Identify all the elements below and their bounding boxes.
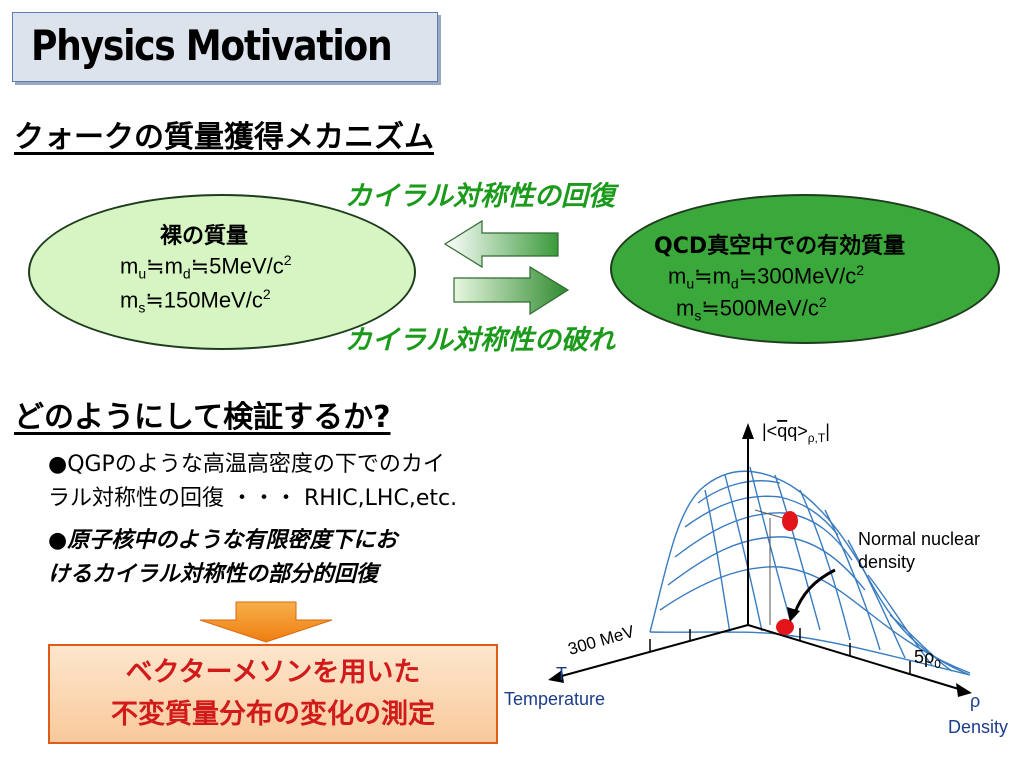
bullet-qgp: ●QGPのような高温高密度の下でのカイ ラル対称性の回復 ・・・ RHIC,LH… bbox=[48, 448, 548, 516]
bare-mass-title: 裸の質量 bbox=[160, 224, 249, 249]
title-box: Physics Motivation bbox=[12, 12, 438, 82]
density-tick-label: 5ρ0 bbox=[914, 647, 941, 671]
z-axis-label: |<qq>ρ,T| bbox=[762, 421, 830, 445]
heading-mass-mechanism: クォークの質量獲得メカニズム bbox=[14, 120, 434, 155]
left-arrow-icon bbox=[443, 219, 559, 269]
bullet-nuclear: ●原子核中のような有限密度下にお けるカイラル対称性の部分的回復 bbox=[48, 524, 548, 592]
temperature-axis-symbol: T bbox=[556, 664, 567, 684]
measurement-line2: 不変質量分布の変化の測定 bbox=[111, 699, 435, 730]
right-arrow-icon bbox=[453, 265, 570, 316]
bullet-qgp-line2: ラル対称性の回復 ・・・ RHIC,LHC,etc. bbox=[48, 486, 458, 511]
density-axis-symbol: ρ bbox=[970, 691, 980, 711]
exchange-arrows bbox=[443, 219, 570, 316]
surface-mesh bbox=[649, 466, 971, 676]
measurement-line1: ベクターメソンを用いた bbox=[125, 657, 421, 688]
normal-density-label-line2: density bbox=[858, 552, 915, 572]
heading-verification: どのようにして検証するか? bbox=[14, 400, 391, 435]
bullet-qgp-line1: ●QGPのような高温高密度の下でのカイ bbox=[48, 452, 445, 477]
down-arrow-icon bbox=[199, 601, 333, 643]
z-axis-arrow-icon bbox=[742, 423, 754, 439]
bare-mass-line2: ms≒150MeV/c2 bbox=[120, 286, 271, 316]
pointer-arrow-icon bbox=[792, 568, 836, 616]
condensate-point-high bbox=[782, 511, 798, 531]
qcd-mass-title: QCD真空中での有効質量 bbox=[654, 234, 906, 259]
chiral-breaking-label: カイラル対称性の破れ bbox=[345, 325, 615, 356]
temperature-tick-label: 300 MeV bbox=[566, 622, 637, 659]
bullet-nuclear-line2: けるカイラル対称性の部分的回復 bbox=[48, 562, 379, 587]
qcd-mass-line2: ms≒500MeV/c2 bbox=[676, 294, 827, 324]
qcd-mass-ellipse bbox=[610, 194, 1000, 344]
density-axis-arrow-icon bbox=[956, 683, 972, 697]
axes bbox=[557, 433, 963, 691]
bare-mass-ellipse bbox=[28, 194, 416, 350]
chiral-restoration-label: カイラル対称性の回復 bbox=[345, 181, 615, 212]
slide-title: Physics Motivation bbox=[31, 21, 393, 70]
temp-axis-arrow-icon bbox=[548, 670, 564, 683]
density-axis-label: Density bbox=[948, 717, 1008, 737]
normal-density-label-line1: Normal nuclear bbox=[858, 529, 980, 549]
bullet-nuclear-line1: ●原子核中のような有限密度下にお bbox=[48, 528, 398, 553]
bare-mass-line1: mu≒md≒5MeV/c2 bbox=[120, 252, 292, 282]
measurement-box: ベクターメソンを用いた 不変質量分布の変化の測定 bbox=[48, 644, 498, 744]
temperature-axis-label: Temperature bbox=[504, 689, 605, 709]
qcd-mass-line1: mu≒md≒300MeV/c2 bbox=[668, 262, 865, 292]
normal-density-point bbox=[776, 619, 794, 635]
condensate-surface-plot: |<qq>ρ,T| Normal nuclear density 300 MeV… bbox=[504, 421, 1008, 737]
